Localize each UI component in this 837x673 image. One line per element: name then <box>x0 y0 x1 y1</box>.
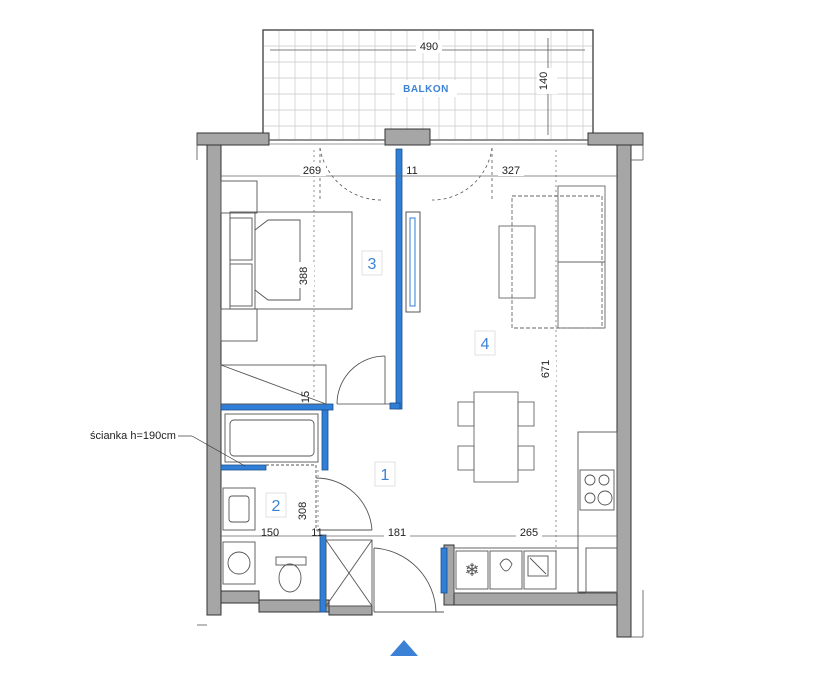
dim-bedroom-width: 269 <box>303 165 321 177</box>
bathtub-inner <box>229 419 315 457</box>
room-number-2: 2 <box>272 498 281 515</box>
chair-1 <box>457 401 475 427</box>
balcony-width-label: 490 <box>420 41 438 53</box>
partition-bath-hall <box>319 534 327 613</box>
pillow-bottom <box>229 263 253 307</box>
burner-1 <box>584 474 596 486</box>
bed <box>229 211 353 310</box>
dim-wall-15: 15 <box>300 391 312 403</box>
chair-2 <box>457 445 475 471</box>
dim-living-length: 671 <box>540 360 552 378</box>
bottom-wall-hall <box>328 605 373 616</box>
outer-thin-lines <box>196 133 644 638</box>
washing-machine-drum <box>227 551 251 575</box>
glass-partition <box>220 464 267 471</box>
bedroom-door <box>336 355 390 405</box>
dim-bedroom-length: 388 <box>298 267 310 285</box>
room-markers: 3 4 1 2 <box>265 250 496 518</box>
sofa <box>557 185 606 329</box>
kitchen <box>453 431 618 594</box>
living-wardrobe <box>405 211 421 313</box>
nightstand-bottom <box>220 308 258 342</box>
entrance-door-swing <box>373 547 437 613</box>
kitchen-cabinet <box>585 547 618 594</box>
dishwasher-icon <box>499 558 513 572</box>
balcony-depth-label: 140 <box>538 72 550 90</box>
dim-partition-top: 11 <box>406 165 417 177</box>
pillow-top <box>229 217 253 261</box>
partition-bedroom-end <box>389 402 401 410</box>
washbasin-bowl <box>228 495 250 523</box>
bottom-wall-bath <box>258 599 330 613</box>
duvet <box>254 219 301 301</box>
top-wall-left <box>196 132 270 146</box>
dim-living-width: 327 <box>502 165 520 177</box>
annotation-leader <box>191 435 246 467</box>
hall-closet <box>325 539 373 607</box>
dining-table <box>473 391 519 483</box>
top-wall-pillar <box>384 128 431 146</box>
right-wall <box>616 144 632 638</box>
entrance-arrow-icon <box>390 640 418 656</box>
balcony-label-bg <box>395 80 457 97</box>
top-wall-right <box>587 132 644 146</box>
left-wall <box>206 144 222 616</box>
kitchen-counter-right <box>577 431 618 593</box>
washbasin <box>222 487 256 531</box>
washing-machine <box>222 541 256 585</box>
chair-3 <box>517 401 535 427</box>
burner-4 <box>597 490 613 506</box>
burner-2 <box>598 474 610 486</box>
sink-basin <box>527 555 549 577</box>
partition-annotation: ścianka h=190cm <box>90 430 176 442</box>
chair-4 <box>517 445 535 471</box>
living-furniture <box>457 185 606 483</box>
dim-bath-length: 308 <box>297 502 309 520</box>
partition-bedroom-living <box>395 148 403 410</box>
toilet-tank <box>275 556 307 566</box>
partition-kitchen-hall <box>440 547 448 594</box>
bathroom <box>222 413 444 613</box>
nightstand-top <box>220 180 258 214</box>
partition-bath-right <box>321 409 329 471</box>
bottom-wall-left <box>220 590 260 604</box>
fridge <box>455 550 489 590</box>
bedroom-wardrobe <box>220 364 327 405</box>
cooktop <box>579 469 615 511</box>
balcony-doors <box>269 139 588 145</box>
partition-bath-bedroom <box>220 403 334 411</box>
coffee-table <box>498 225 536 299</box>
dim-hall-width: 181 <box>388 527 406 539</box>
room-number-4: 4 <box>481 336 490 353</box>
room-number-1: 1 <box>381 467 390 484</box>
kitchen-counter-bottom <box>453 547 579 594</box>
balcony-label: BALKON <box>403 84 449 95</box>
toilet-bowl <box>278 563 302 593</box>
dim-kitchen-width: 265 <box>520 527 538 539</box>
snowflake-icon: ❄ <box>464 560 479 580</box>
sink <box>523 550 557 590</box>
bottom-wall-right <box>443 592 618 606</box>
dishwasher <box>489 550 523 590</box>
balcony: BALKON 490 140 <box>262 29 594 141</box>
outer-walls <box>196 128 644 638</box>
partitions <box>220 148 448 613</box>
dim-partition-bottom: 11 <box>311 527 322 539</box>
dim-bath-width: 150 <box>261 527 279 539</box>
bedroom-furniture <box>220 180 353 405</box>
bathtub <box>224 413 319 463</box>
burner-3 <box>584 492 596 504</box>
room-number-3: 3 <box>368 256 377 273</box>
